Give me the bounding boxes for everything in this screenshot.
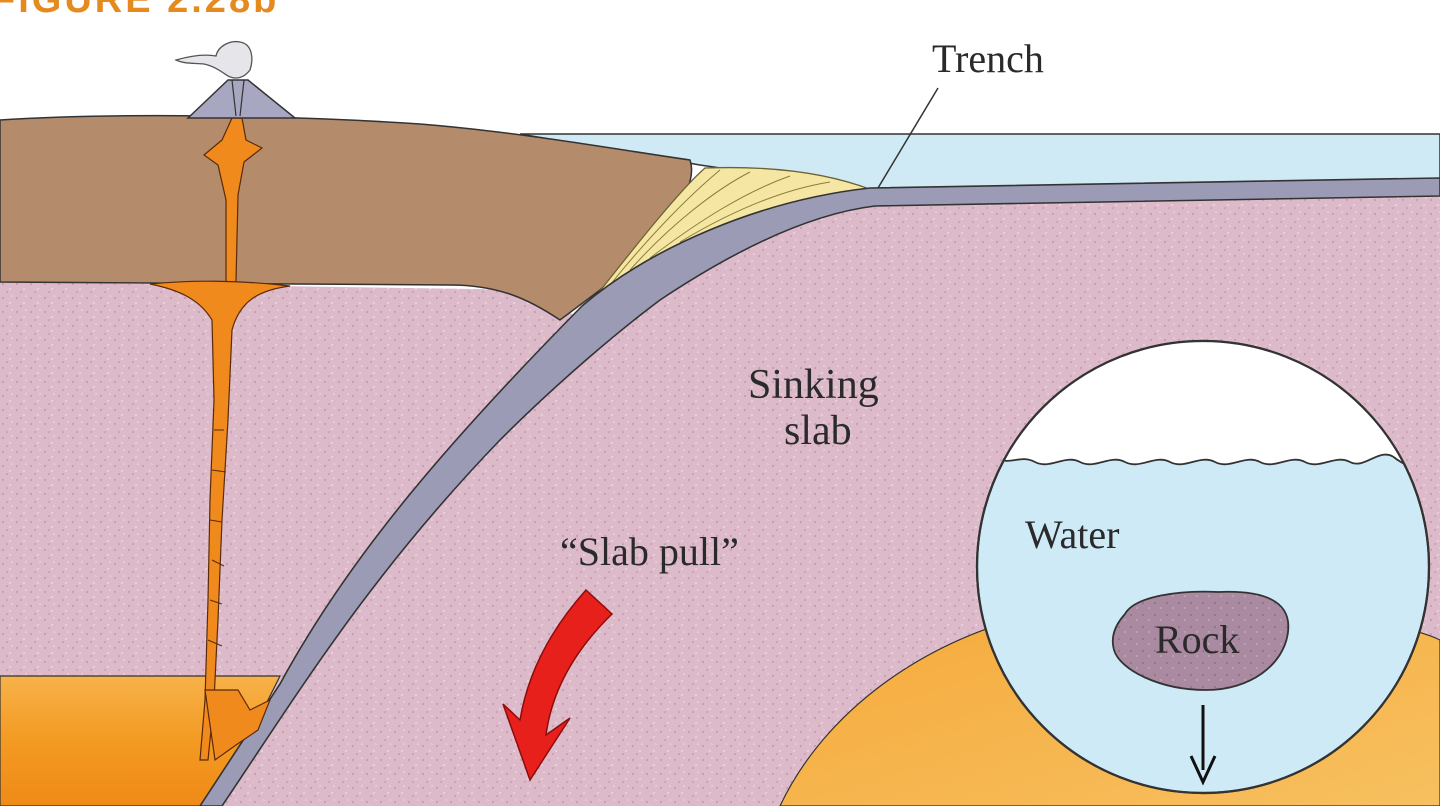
water-label: Water xyxy=(1025,512,1120,557)
rock-shape xyxy=(1111,590,1290,691)
rock-label: Rock xyxy=(1155,617,1239,662)
curved-down-arrow-icon xyxy=(502,588,614,782)
sinking-slab-label-line1: Sinking xyxy=(748,362,879,408)
trench-leader-line xyxy=(877,87,939,189)
sinking-slab-label-line2: slab xyxy=(784,408,852,454)
trench-label: Trench xyxy=(932,36,1044,81)
slab-pull-label: “Slab pull” xyxy=(560,529,739,574)
eruption-cloud-icon xyxy=(174,40,253,79)
slab-surface-band xyxy=(198,177,1440,807)
figure-label: FIGURE 2.28b xyxy=(0,0,279,21)
overriding-mantle xyxy=(0,282,580,806)
magma-conduit xyxy=(149,117,291,762)
volcano-icon xyxy=(186,79,298,119)
down-arrow-icon xyxy=(1189,705,1217,786)
